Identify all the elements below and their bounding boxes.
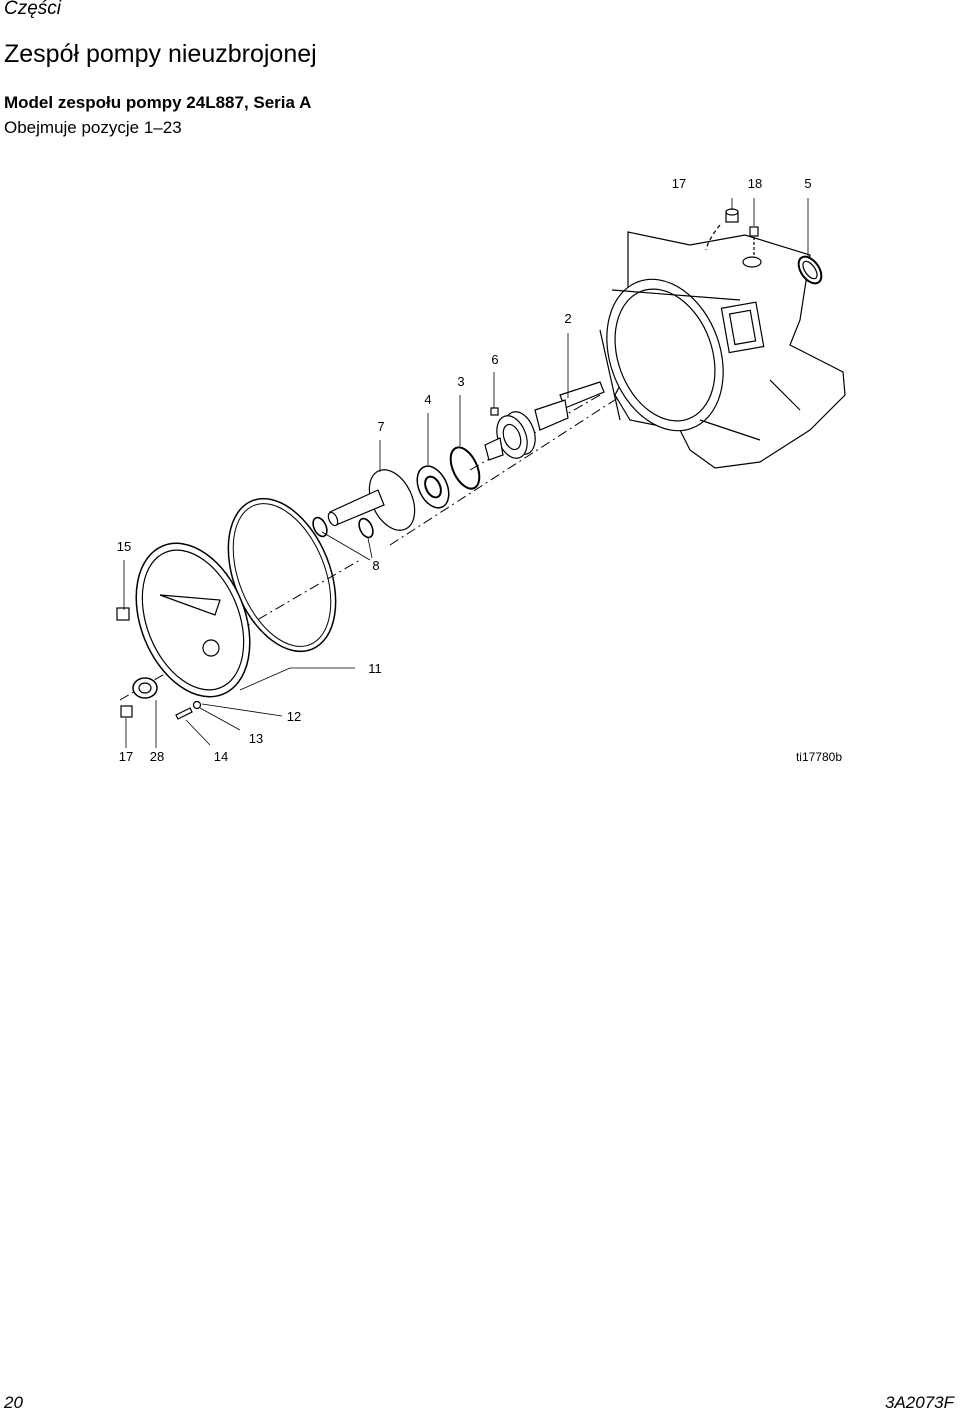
- shaft-bearing-part-2: [484, 381, 605, 461]
- seal-ring-part-5: [797, 255, 823, 285]
- callout-17-top: 17: [672, 176, 686, 191]
- model-line: Model zespołu pompy 24L887, Seria A: [4, 93, 312, 112]
- section-label: Części: [4, 0, 62, 19]
- callout-4: 4: [424, 392, 431, 407]
- footer-page-number: 20: [4, 1393, 23, 1412]
- nut-part-28: [132, 677, 158, 699]
- plug-part-17b: [120, 705, 133, 718]
- callout-15: 15: [117, 539, 131, 554]
- o-ring-part-8a: [312, 516, 328, 538]
- page-title: Zespół pompy nieuzbrojonej: [4, 40, 317, 68]
- callout-12: 12: [287, 709, 301, 724]
- callout-14: 14: [214, 749, 228, 764]
- fitting-part-18: [749, 226, 759, 255]
- callout-17-bottom: 17: [119, 749, 133, 764]
- adapter-part-7: [327, 469, 416, 531]
- callout-7: 7: [377, 419, 384, 434]
- leader-lines: [123, 198, 809, 748]
- washer-part-12: [192, 700, 202, 710]
- screw-part-14: [175, 707, 193, 720]
- callout-2: 2: [564, 311, 571, 326]
- includes-line: Obejmuje pozycje 1–23: [4, 118, 182, 137]
- callout-11: 11: [368, 661, 382, 676]
- cover-part-15: [135, 542, 251, 698]
- exploded-pump-diagram: 17 18 5 2 6 3 4 7 15 8 11 12 13 17 28 14…: [116, 176, 846, 764]
- callout-28: 28: [150, 749, 164, 764]
- callout-3: 3: [457, 374, 464, 389]
- seal-part-4: [416, 465, 450, 509]
- callout-18: 18: [748, 176, 762, 191]
- figure-id: ti17780b: [796, 750, 842, 764]
- plug-part-15: [116, 607, 130, 621]
- pump-housing: [599, 231, 846, 469]
- callout-5: 5: [804, 176, 811, 191]
- callout-6: 6: [491, 352, 498, 367]
- callout-8: 8: [372, 558, 379, 573]
- retaining-ring-part-3: [449, 446, 481, 490]
- o-ring-part-8b: [358, 517, 374, 539]
- footer-doc-number: 3A2073F: [885, 1393, 954, 1412]
- callout-13: 13: [249, 731, 263, 746]
